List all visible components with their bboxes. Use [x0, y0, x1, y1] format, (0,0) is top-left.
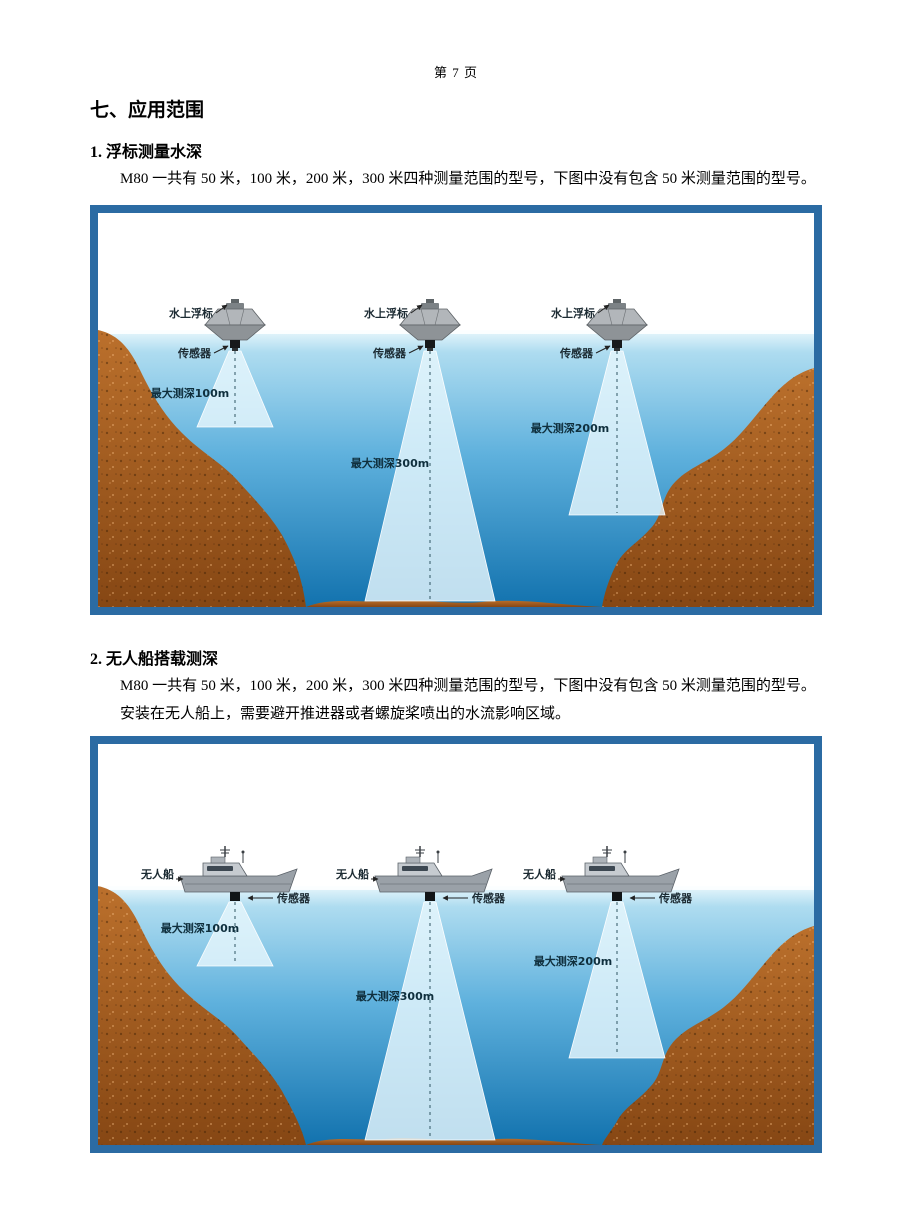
float-label: 水上浮标 [364, 306, 408, 320]
section-title: 七、应用范围 [90, 100, 205, 121]
float-label: 水上浮标 [169, 306, 213, 320]
figure2-labels: 无人船 传感器 无人船 传感器 无人船 传感器 最大测深100m 最大测深300… [140, 867, 693, 1003]
sensor-label: 传感器 [276, 891, 311, 905]
figure2: 无人船 传感器 无人船 传感器 无人船 传感器 最大测深100m 最大测深300… [90, 735, 822, 1153]
boat-label: 无人船 [335, 867, 369, 881]
figure1: 水上浮标 传感器 水上浮标 传感器 水上浮标 传感器 最大测深100m 最大测深… [90, 204, 822, 615]
sensor-label: 传感器 [559, 346, 594, 360]
sub1-heading: 1. 浮标测量水深 [90, 144, 203, 161]
depth-label-300m: 最大测深300m [356, 989, 434, 1003]
figure1-seabed [98, 329, 814, 607]
seabed-floor [306, 599, 602, 607]
boat-label: 无人船 [140, 867, 174, 881]
depth-label-200m: 最大测深200m [534, 954, 612, 968]
sonar-beam-100m [196, 901, 274, 966]
sensor-label: 传感器 [372, 346, 407, 360]
sensor-label: 传感器 [658, 891, 693, 905]
depth-label-100m: 最大测深100m [151, 386, 229, 400]
depth-label-200m: 最大测深200m [531, 421, 609, 435]
figure2-illustration: 无人船 传感器 无人船 传感器 无人船 传感器 最大测深100m 最大测深300… [90, 735, 822, 1153]
sub1-paragraph: M80 一共有 50 米，100 米，200 米，300 米四种测量范围的型号，… [120, 171, 816, 187]
sub2-paragraph1: M80 一共有 50 米，100 米，200 米，300 米四种测量范围的型号，… [120, 677, 816, 694]
page-content: 第 7 页 七、应用范围 1. 浮标测量水深 M80 一共有 50 米，100 … [90, 65, 822, 1153]
depth-label-100m: 最大测深100m [161, 921, 239, 935]
sonar-beams [196, 350, 666, 601]
figure1-waterline [98, 329, 814, 334]
figure1-illustration: 水上浮标 传感器 水上浮标 传感器 水上浮标 传感器 最大测深100m 最大测深… [90, 204, 822, 615]
sensor-label: 传感器 [177, 346, 212, 360]
figure1-labels: 水上浮标 传感器 水上浮标 传感器 水上浮标 传感器 最大测深100m 最大测深… [151, 304, 611, 470]
sensor-label: 传感器 [471, 891, 506, 905]
boat-label: 无人船 [522, 867, 556, 881]
sub2-paragraph2: 安装在无人船上，需要避开推进器或者螺旋桨喷出的水流影响区域。 [120, 706, 571, 722]
page-number: 第 7 页 [433, 65, 478, 80]
sonar-beams [196, 901, 666, 1140]
sub2-heading: 2. 无人船搭载测深 [90, 650, 219, 668]
figure2-seabed [98, 885, 814, 1145]
depth-label-300m: 最大测深300m [351, 456, 429, 470]
float-label: 水上浮标 [551, 306, 595, 320]
